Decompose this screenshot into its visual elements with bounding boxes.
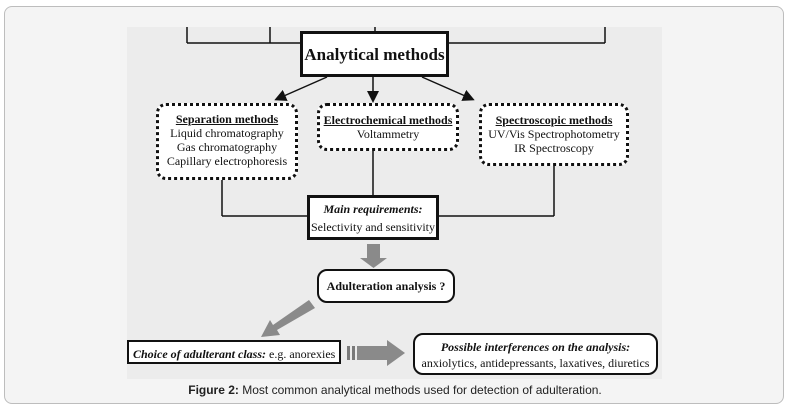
electrochemical-methods-title: Electrochemical methods bbox=[323, 113, 453, 127]
connector-lines bbox=[186, 27, 606, 366]
electrochemical-item: Voltammetry bbox=[356, 127, 420, 141]
analytical-methods-box: Analytical methods bbox=[300, 31, 449, 77]
caption-text: Most common analytical methods used for … bbox=[238, 383, 602, 397]
adulteration-analysis-text: Adulteration analysis ? bbox=[326, 279, 446, 293]
separation-methods-box: Separation methods Liquid chromatography… bbox=[156, 103, 298, 180]
interferences-box: Possible interferences on the analysis: … bbox=[413, 333, 658, 375]
adulteration-analysis-box: Adulteration analysis ? bbox=[317, 269, 455, 303]
spectroscopic-item: UV/Vis Spectrophotometry bbox=[488, 127, 620, 141]
separation-item: Liquid chromatography bbox=[170, 126, 284, 140]
figure-caption: Figure 2: Most common analytical methods… bbox=[0, 383, 790, 397]
arrow-to-interferences bbox=[347, 340, 405, 366]
interferences-title: Possible interferences on the analysis: bbox=[440, 340, 631, 354]
interferences-text: anxiolytics, antidepressants, laxatives,… bbox=[421, 356, 650, 370]
adulterant-class-label: Choice of adulterant class: bbox=[133, 347, 267, 361]
spectroscopic-methods-title: Spectroscopic methods bbox=[495, 113, 613, 127]
separation-methods-title: Separation methods bbox=[175, 112, 279, 126]
arrow-to-spectroscopic bbox=[421, 76, 475, 101]
main-requirements-title: Main requirements: bbox=[323, 202, 423, 216]
electrochemical-methods-box: Electrochemical methods Voltammetry bbox=[317, 103, 459, 151]
adulterant-class-text: e.g. anorexies bbox=[266, 347, 336, 361]
arrow-to-separation bbox=[274, 76, 328, 101]
arrow-to-adulteration bbox=[360, 244, 387, 268]
analytical-methods-title: Analytical methods bbox=[304, 45, 445, 64]
spectroscopic-methods-box: Spectroscopic methods UV/Vis Spectrophot… bbox=[479, 103, 629, 166]
spectroscopic-item: IR Spectroscopy bbox=[514, 141, 594, 155]
adulterant-class-box: Choice of adulterant class: e.g. anorexi… bbox=[127, 340, 341, 364]
separation-item: Capillary electrophoresis bbox=[166, 154, 288, 168]
main-requirements-box: Main requirements: Selectivity and sensi… bbox=[307, 195, 439, 240]
separation-item: Gas chromatography bbox=[176, 140, 278, 154]
caption-label: Figure 2: bbox=[188, 383, 239, 397]
flow-diagram: Analytical methods Separation methods Li… bbox=[127, 27, 662, 379]
arrow-to-choice bbox=[261, 300, 315, 337]
main-requirements-text: Selectivity and sensitivity bbox=[311, 220, 435, 234]
